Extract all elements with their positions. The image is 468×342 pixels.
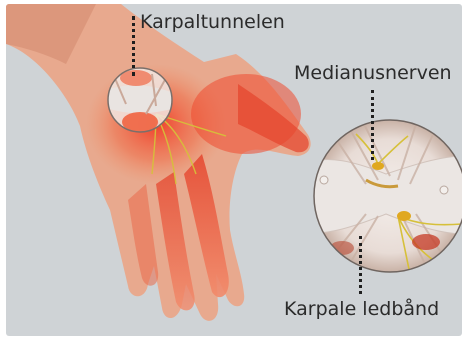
carpal-ligament-leader [359,236,362,294]
diagram-panel: Karpaltunnelen Medianusnerven Karpale le… [6,4,462,336]
median-nerve-leader [371,90,374,160]
label-carpal-ligament: Karpale ledbånd [284,298,439,320]
label-carpal-tunnel: Karpaltunnelen [140,11,285,33]
label-median-nerve: Medianusnerven [294,62,452,84]
carpal-tunnel-leader [132,16,135,76]
hand-illustration [6,4,462,336]
magnified-wrist-view [306,120,462,274]
